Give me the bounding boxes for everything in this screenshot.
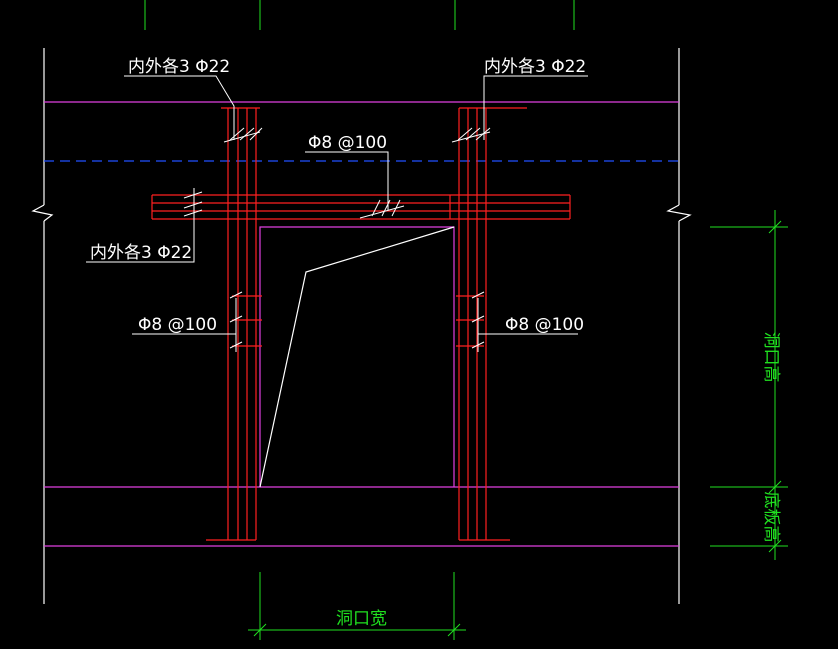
dimension-lines (248, 210, 788, 640)
rebar-left-column (206, 107, 260, 541)
label-stirrup-right: Φ8 @100 (505, 315, 584, 335)
label-opening-width: 洞口宽 (336, 609, 387, 629)
label-rebar-top-left: 内外各3 Φ22 (128, 57, 230, 77)
stirrups-right (456, 295, 484, 347)
top-ticks (144, 0, 575, 30)
opening-swing-line (259, 226, 455, 488)
label-rebar-top-right: 内外各3 Φ22 (484, 57, 586, 77)
annotation-labels: 内外各3 Φ22 内外各3 Φ22 内外各3 Φ22 Φ8 @100 Φ8 @1… (90, 57, 781, 629)
leader-lines (86, 75, 588, 352)
slab-lines (44, 101, 679, 547)
wall-outline (31, 48, 692, 604)
label-opening-height: 洞口高 (761, 332, 781, 383)
rebar-lintel-beam (151, 194, 571, 220)
rebar-right-column (458, 107, 527, 541)
label-stirrup-top: Φ8 @100 (308, 133, 387, 153)
stirrups-left (232, 295, 262, 347)
label-bottom-slab-height: 底板高 (761, 492, 781, 543)
label-stirrup-left: Φ8 @100 (138, 315, 217, 335)
label-rebar-mid-left: 内外各3 Φ22 (90, 243, 192, 263)
